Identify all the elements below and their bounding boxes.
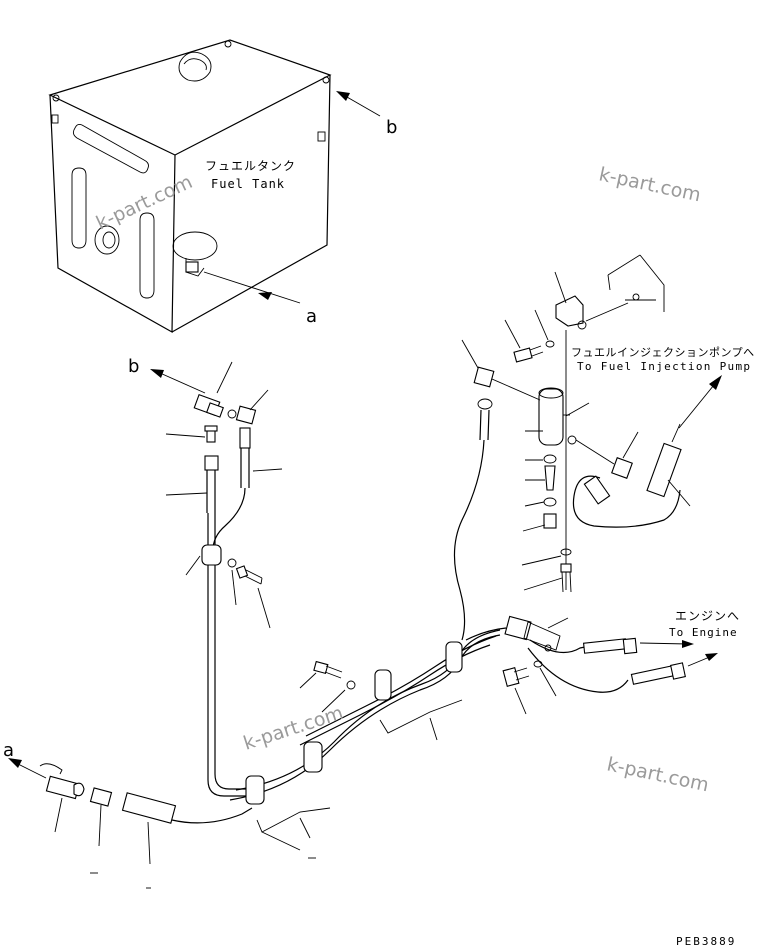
ref-b-left-leader: [159, 372, 206, 394]
ref-b-left-arrowhead: [150, 369, 164, 378]
filter-leaders: [461, 271, 691, 591]
ref-a-tank-arrowhead: [258, 292, 272, 300]
engine-leaders: [514, 617, 569, 715]
ref-a-tank-label: a: [306, 306, 317, 327]
watermark-3: k-part.com: [241, 702, 346, 755]
pump-label-en: To Fuel Injection Pump: [577, 360, 751, 373]
drain-cock-assembly: [39, 763, 253, 824]
fuel-filter-assembly: [453, 254, 722, 641]
fuel-tank-label-en: Fuel Tank: [211, 177, 285, 191]
engine-label-en: To Engine: [669, 626, 738, 639]
fuel-tank-label-jp: フュエルタンク: [205, 159, 296, 173]
ref-a-left-arrowhead: [8, 758, 22, 768]
engine-label-jp: エンジンへ: [675, 609, 740, 623]
left-part-leaders: [165, 361, 283, 629]
middle-leaders: [299, 672, 438, 859]
engine-hose-assembly: [465, 615, 718, 693]
ref-b-tank-label: b: [386, 117, 397, 138]
watermark-1: k-part.com: [93, 171, 196, 235]
left-hose-assembly: [193, 393, 263, 797]
watermark-2: k-part.com: [597, 163, 703, 206]
drawing-code: PEB3889: [676, 935, 736, 948]
ref-b-left-label: b: [128, 356, 139, 377]
fuel-tank: [48, 39, 332, 334]
drain-cock-leaders: [54, 797, 151, 889]
middle-hose-run: [229, 629, 501, 851]
watermark-4: k-part.com: [605, 753, 711, 796]
ref-b-tank-arrowhead: [336, 91, 350, 101]
pump-label-jp: フュエルインジェクションポンプへ: [571, 346, 755, 359]
ref-a-left-label: a: [3, 740, 14, 761]
ref-a-tank-leader: [203, 271, 301, 304]
